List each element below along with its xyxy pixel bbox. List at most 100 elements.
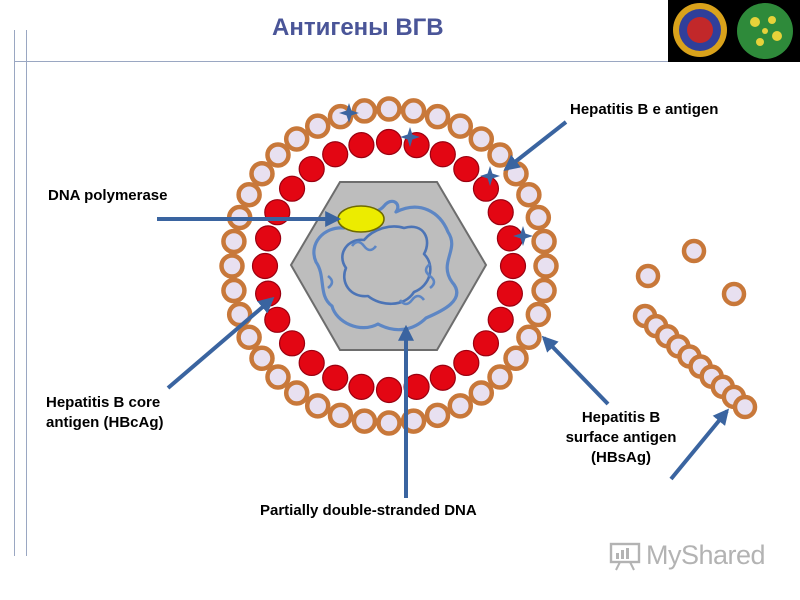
core-antigen-bead	[298, 349, 325, 377]
e-antigen-stars	[339, 103, 533, 246]
surface-antigen-bead	[236, 181, 262, 208]
frame-line-top	[14, 61, 668, 62]
label-core-antigen-line1: Hepatitis B core	[46, 394, 161, 411]
core-antigen-bead	[298, 155, 325, 183]
label-e-antigen: Hepatitis B e antigen	[570, 101, 719, 118]
surface-antigen-bead	[265, 142, 291, 168]
surface-antigen-bead	[525, 204, 552, 231]
arrow-core-antigen	[166, 296, 275, 390]
surface-antigen-ring	[219, 96, 559, 436]
surface-antigen-bead	[525, 301, 552, 328]
dna-strand-inner-icon	[341, 225, 432, 306]
surface-antigen-bead	[221, 228, 247, 255]
core-antigen-bead	[251, 252, 279, 280]
free-particle	[721, 281, 747, 307]
surface-antigen-bead	[400, 408, 427, 434]
e-antigen-star-icon	[480, 166, 500, 186]
arrow-surface-antigen	[541, 335, 610, 406]
filament-particle	[732, 394, 758, 420]
core-antigen-bead	[429, 364, 456, 391]
watermark-text: MyShared	[646, 540, 766, 570]
core-antigen-bead	[487, 306, 514, 333]
free-particle	[635, 263, 661, 289]
label-core-antigen-line2: antigen (HBcAg)	[46, 414, 164, 431]
free-hbsag-particles	[635, 238, 747, 307]
core-antigen-bead	[472, 175, 500, 202]
core-antigen-bead	[499, 252, 527, 280]
watermark: MyShared	[608, 540, 766, 571]
label-surface-antigen-line3: (HBsAg)	[591, 449, 651, 466]
surface-antigen-bead	[468, 126, 495, 152]
surface-antigen-bead	[447, 393, 474, 419]
core-antigen-bead	[453, 155, 480, 183]
surface-antigen-bead	[351, 408, 378, 434]
free-particle	[681, 238, 707, 264]
label-dna-polymerase: DNA polymerase	[48, 187, 168, 204]
presentation-board-icon	[609, 542, 641, 570]
core-antigen-bead	[429, 141, 456, 168]
surface-antigen-bead	[503, 345, 529, 372]
core-antigen-bead	[322, 141, 349, 168]
arrow-surface-filament	[669, 408, 730, 481]
e-antigen-star-icon	[513, 226, 533, 246]
surface-antigen-bead	[283, 380, 310, 406]
core-antigen-bead	[348, 373, 375, 400]
core-antigen-bead	[255, 225, 282, 252]
label-surface-antigen-line2: surface antigen	[565, 429, 677, 446]
surface-antigen-bead	[376, 96, 402, 122]
core-antigen-ring	[251, 128, 527, 404]
surface-antigen-bead	[424, 402, 451, 429]
e-antigen-star-icon	[400, 127, 420, 147]
dna-polymerase-icon	[337, 205, 385, 233]
surface-antigen-bead	[304, 113, 331, 139]
core-antigen-bead	[348, 132, 375, 159]
surface-antigen-bead	[221, 277, 247, 304]
surface-antigen-bead	[327, 402, 354, 429]
label-surface-antigen-line1: Hepatitis B	[581, 409, 661, 426]
surface-antigen-bead	[376, 410, 402, 436]
core-antigen-bead	[375, 128, 403, 156]
surface-antigen-bead	[531, 277, 557, 304]
arrow-e-antigen	[503, 120, 568, 171]
label-dna: Partially double-stranded DNA	[260, 502, 477, 519]
label-core-antigen: Hepatitis B core antigen (HBcAg)	[46, 393, 164, 433]
core-antigen-bead	[453, 349, 480, 377]
label-surface-antigen: Hepatitis B surface antigen (HBsAg)	[556, 408, 686, 468]
core-antigen-bead	[472, 330, 500, 357]
core-antigen-bead	[264, 306, 291, 333]
frame-line-left-1	[14, 30, 15, 556]
virus-thumbnails	[668, 0, 800, 62]
core-antigen-bead	[487, 199, 514, 226]
core-antigen-bead	[496, 225, 523, 252]
slide-title: Антигены ВГВ	[272, 14, 444, 41]
surface-antigen-bead	[487, 142, 513, 168]
surface-antigen-bead	[304, 393, 331, 419]
capsid-hexagon	[289, 181, 488, 351]
surface-antigen-bead	[236, 324, 262, 351]
surface-antigen-bead	[533, 253, 559, 279]
surface-antigen-bead	[400, 98, 427, 124]
e-antigen-star-icon	[339, 103, 359, 123]
frame-line-left-2	[26, 30, 27, 556]
surface-antigen-bead	[351, 98, 378, 124]
dna-strand-loops-icon	[327, 240, 436, 306]
core-antigen-bead	[278, 175, 306, 202]
surface-antigen-bead	[516, 181, 542, 208]
surface-antigen-bead	[265, 364, 291, 390]
core-antigen-bead	[278, 330, 306, 357]
surface-antigen-bead	[424, 103, 451, 130]
surface-antigen-bead	[487, 364, 513, 390]
core-antigen-bead	[375, 376, 403, 404]
surface-antigen-bead	[283, 126, 310, 152]
hbsag-filament	[632, 303, 758, 420]
surface-antigen-bead	[468, 380, 495, 406]
surface-antigen-bead	[516, 324, 542, 351]
surface-antigen-bead	[249, 160, 275, 187]
surface-antigen-bead	[531, 228, 557, 255]
core-antigen-bead	[322, 364, 349, 391]
surface-antigen-bead	[219, 253, 245, 279]
core-antigen-bead	[496, 280, 523, 307]
surface-antigen-bead	[249, 345, 275, 372]
surface-antigen-bead	[447, 113, 474, 139]
